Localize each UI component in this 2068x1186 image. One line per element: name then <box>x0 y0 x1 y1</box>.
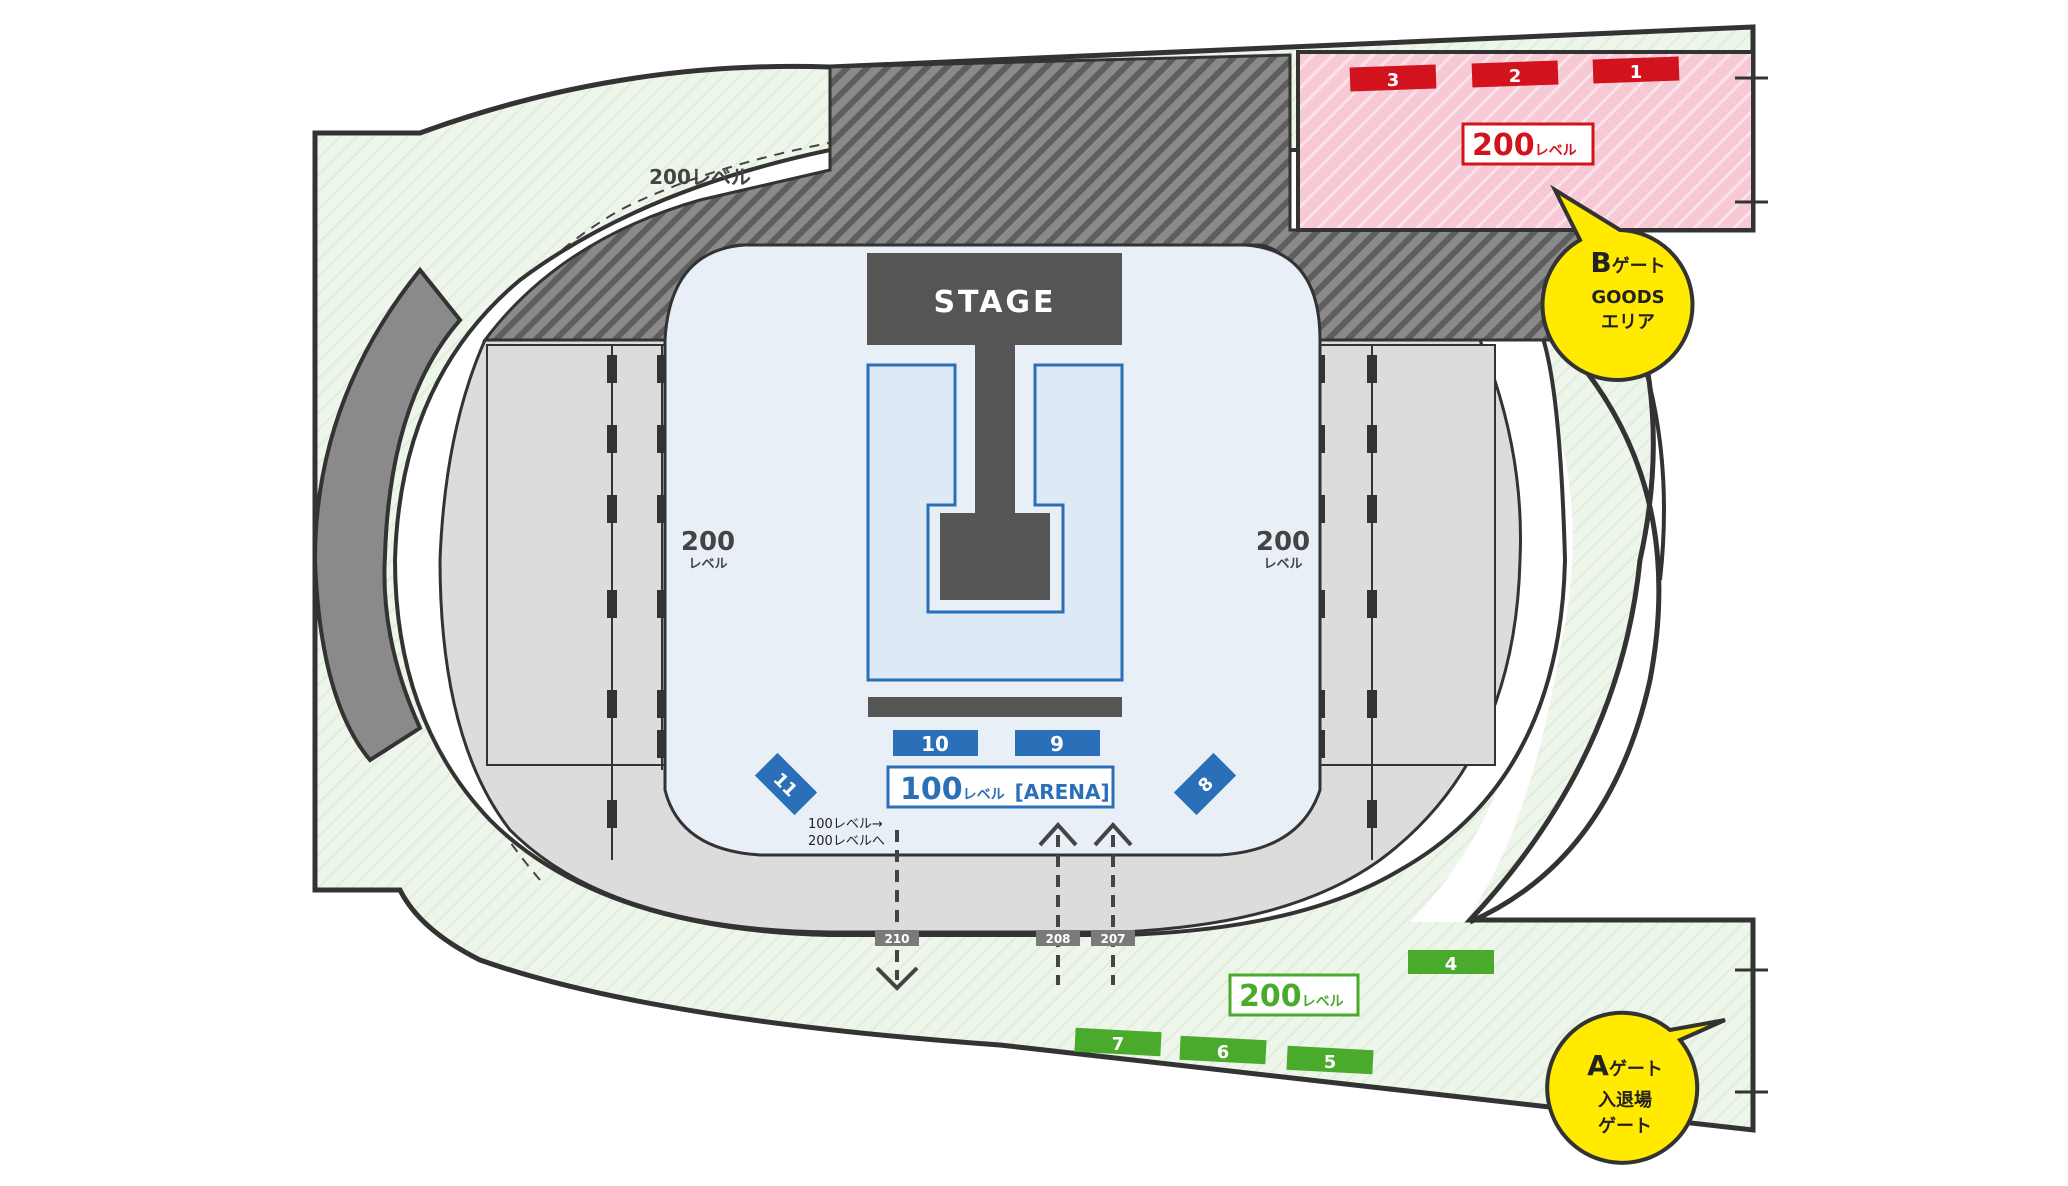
goods-red-blocks: 3 2 1 <box>1349 56 1680 92</box>
goods-block-1[interactable] <box>1592 56 1680 84</box>
level-transfer-note-1: 100レベル→ <box>808 817 883 832</box>
gate-a-line3: ゲート <box>1598 1115 1652 1137</box>
stage-block <box>867 253 1122 345</box>
arena-label-box <box>886 765 1115 809</box>
arrow-up-icon <box>1038 822 1078 847</box>
entrance-207-label: 207 <box>1100 932 1125 946</box>
arena-seating <box>866 363 1124 682</box>
gate-b-line3: エリア <box>1601 312 1655 333</box>
right-walkway-edge-outer <box>1468 328 1662 925</box>
arena-blocks: 10 9 11 8 <box>754 730 1237 816</box>
gate-a-callout[interactable]: Aゲート 入退場 ゲート <box>1545 1010 1726 1165</box>
entrance-210-label: 210 <box>884 932 909 946</box>
goods-block-7[interactable] <box>1074 1027 1162 1057</box>
gate-a-line2: 入退場 <box>1598 1090 1652 1111</box>
stand-left-level: レベル <box>688 557 727 572</box>
gate-b-bubble <box>1540 184 1695 382</box>
entrance-210[interactable]: 210 <box>875 830 919 991</box>
entrance-207[interactable]: 207 <box>1091 822 1135 985</box>
goods-block-7-label: 7 <box>1112 1034 1125 1055</box>
gate-a-bubble <box>1545 1010 1726 1165</box>
concourse-label: 200レベル <box>649 165 751 189</box>
goods-block-3[interactable] <box>1349 64 1437 92</box>
stand-left-num: 200 <box>681 527 735 557</box>
goods-block-3-label: 3 <box>1387 70 1400 91</box>
pink-zone-label-box <box>1461 122 1595 166</box>
entrance-208-label: 208 <box>1045 932 1070 946</box>
goods-block-4[interactable] <box>1408 950 1494 974</box>
goods-block-6[interactable] <box>1179 1035 1267 1065</box>
stage-label: STAGE <box>933 285 1056 320</box>
pink-zone-label: 200レベル <box>1472 128 1577 163</box>
goods-block-2-label: 2 <box>1509 66 1522 87</box>
stage-front-bar <box>868 697 1122 717</box>
arrow-down-icon <box>875 966 919 991</box>
goods-block-4-label: 4 <box>1445 954 1458 975</box>
block-9[interactable] <box>1015 730 1100 756</box>
left-dark-arc <box>312 266 463 763</box>
block-9-label: 9 <box>1050 732 1064 756</box>
gate-a-title: Aゲート <box>1587 1049 1663 1082</box>
entrance-208[interactable]: 208 <box>1036 822 1080 985</box>
goods-green-blocks: 4 7 6 5 <box>1074 950 1494 1075</box>
green-zone-label: 200レベル <box>1239 979 1344 1014</box>
goods-block-2[interactable] <box>1471 60 1559 88</box>
green-zone-label-box <box>1228 973 1360 1017</box>
arena-label: 100レベル[ARENA] <box>900 772 1110 807</box>
block-10[interactable] <box>893 730 978 756</box>
gate-b-callout[interactable]: Bゲート GOODS エリア <box>1540 184 1695 382</box>
goods-block-6-label: 6 <box>1217 1042 1230 1063</box>
gate-b-title: Bゲート <box>1590 246 1665 279</box>
block-8[interactable]: 8 <box>1173 752 1237 816</box>
stage-runway <box>940 345 1050 600</box>
arrow-up-icon <box>1093 822 1133 847</box>
goods-block-1-label: 1 <box>1630 62 1643 83</box>
stand-right-num: 200 <box>1256 527 1310 557</box>
stand-right-level: レベル <box>1263 557 1302 572</box>
goods-block-5[interactable] <box>1286 1045 1374 1075</box>
level-transfer-note-2: 200レベルへ <box>808 834 885 849</box>
gate-b-line2: GOODS <box>1591 287 1664 308</box>
block-10-label: 10 <box>921 732 949 756</box>
block-11[interactable]: 11 <box>754 752 818 816</box>
goods-block-5-label: 5 <box>1324 1052 1337 1073</box>
